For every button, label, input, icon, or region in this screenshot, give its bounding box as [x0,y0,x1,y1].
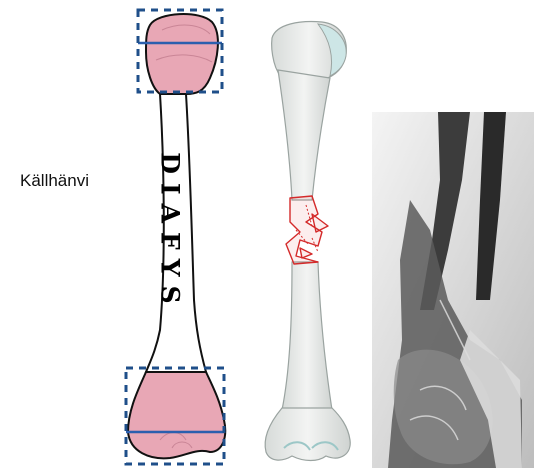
humerus-distal-end [265,408,350,461]
proximal-epiphysis [146,14,218,94]
diaphysis-label: DIAFYS [146,132,194,332]
distal-epiphysis [128,372,225,458]
xray-photo [372,112,534,468]
fractured-humerus-illustration [265,22,350,461]
fracture-fragments [286,196,328,264]
upper-shaft [278,70,330,200]
side-label: Källhänvi [20,171,89,191]
lower-shaft [282,262,332,410]
